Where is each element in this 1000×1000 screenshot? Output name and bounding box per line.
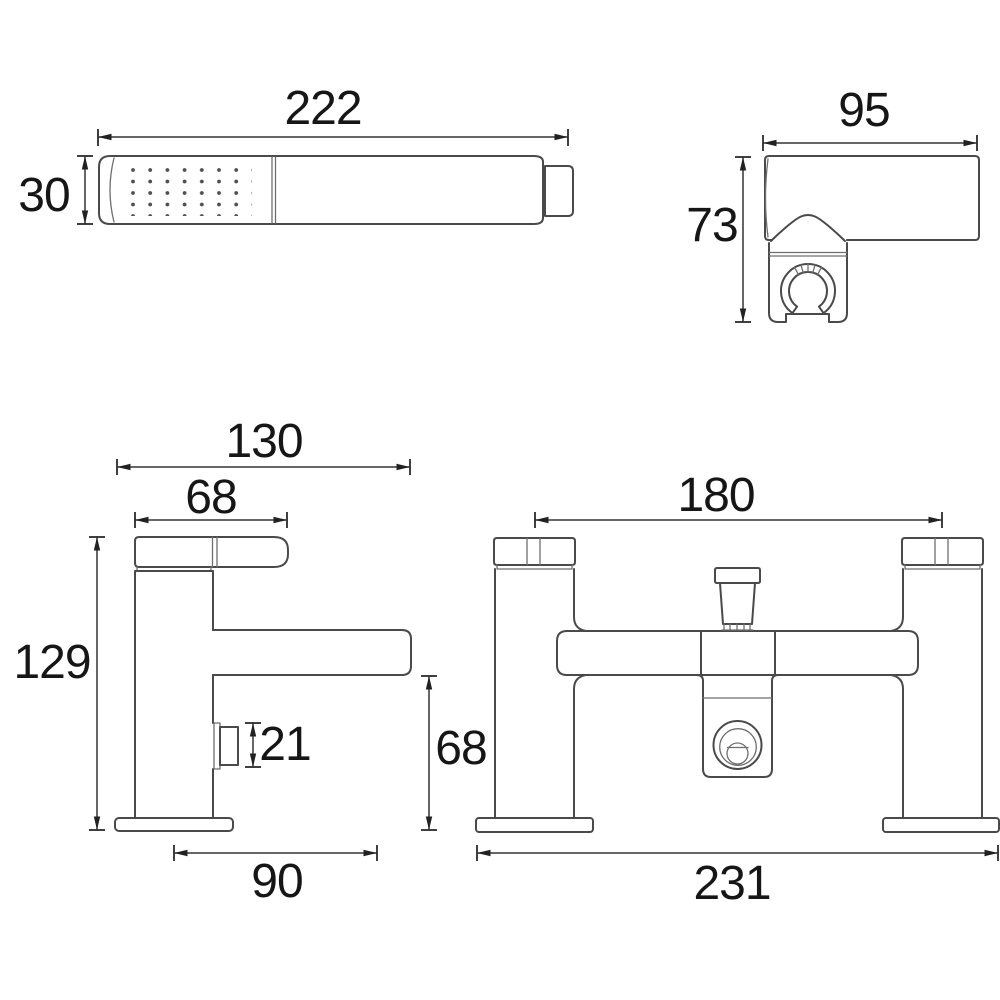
- dim-label-handset-diameter: 30: [18, 169, 69, 222]
- bracket-bar: [764, 155, 980, 241]
- bracket-holder-body: [768, 242, 848, 323]
- dim-handset-diameter: 30: [18, 155, 93, 225]
- front-right-base: [882, 817, 1000, 833]
- bracket-clip-knurl: [793, 263, 823, 276]
- side-base: [114, 817, 234, 832]
- front-beam: [556, 630, 919, 676]
- dim-side-spout-reach: 90: [173, 845, 378, 908]
- front-right-pillar: [890, 568, 983, 819]
- front-left-pillar: [494, 568, 587, 819]
- side-handle-divider: [211, 536, 218, 568]
- front-left-handle: [493, 537, 576, 566]
- front-center-block: [700, 630, 776, 676]
- dim-label-side-spout-reach: 90: [251, 855, 302, 908]
- handset-body: [98, 155, 544, 225]
- side-handle: [134, 536, 289, 568]
- front-right-collar: [904, 564, 981, 570]
- dim-side-handle-depth: 68: [134, 471, 288, 528]
- handset-face-edge: [109, 157, 115, 223]
- side-spout: [212, 629, 412, 676]
- dim-label-front-spout-clearance: 68: [435, 722, 486, 775]
- handset-divider: [271, 156, 277, 224]
- dim-label-bracket-height: 73: [686, 199, 737, 252]
- front-right-handle: [901, 537, 984, 566]
- front-left-collar: [496, 564, 573, 570]
- front-diverter-cap: [714, 567, 761, 584]
- front-outlet-mid: [719, 728, 757, 766]
- side-hose-connector: [219, 726, 239, 766]
- dim-side-height: 129: [13, 536, 105, 831]
- bracket-holder-seam: [768, 251, 848, 257]
- handset-connector: [544, 165, 574, 217]
- dim-label-handset-length: 222: [284, 82, 361, 135]
- mixer-side-view: 130 68 129 21 90: [13, 415, 412, 908]
- dim-label-side-height: 129: [13, 636, 90, 689]
- dim-bracket-width: 95: [762, 84, 978, 151]
- bracket-clip-ring: [780, 262, 836, 315]
- wall-bracket-view: 95 73: [686, 84, 980, 323]
- front-left-base: [475, 817, 594, 833]
- dim-label-side-handle-depth: 68: [185, 471, 236, 524]
- front-right-handle-dividers: [934, 537, 949, 566]
- dim-side-hose-connector: 21: [245, 718, 312, 771]
- dim-label-front-overall-width: 231: [693, 857, 770, 910]
- front-diverter-knurl: [721, 623, 754, 631]
- handset-view: 222 30: [18, 82, 574, 225]
- front-center-body: [696, 674, 779, 778]
- dim-front-spout-clearance: 68: [421, 675, 488, 831]
- side-body: [134, 570, 214, 819]
- dim-front-tap-centres: 180: [534, 469, 943, 528]
- dim-side-projection: 130: [116, 415, 411, 475]
- bracket-bar-left-edge: [764, 158, 769, 238]
- dim-label-bracket-width: 95: [838, 84, 889, 137]
- dim-bracket-height: 73: [686, 156, 751, 323]
- mixer-front-view: 180 68 231: [421, 469, 1000, 910]
- dim-label-side-projection: 130: [225, 415, 302, 468]
- dim-label-side-hose-connector: 21: [259, 718, 310, 771]
- dim-label-front-tap-centres: 180: [677, 469, 754, 522]
- dim-handset-length: 222: [97, 82, 569, 146]
- side-hose-flange: [213, 722, 221, 770]
- front-outlet-outer: [712, 720, 763, 770]
- front-left-handle-dividers: [526, 537, 541, 566]
- front-outlet-inner: [726, 742, 749, 765]
- handset-spray-dots: [127, 165, 252, 216]
- bracket-holder-peak: [770, 214, 846, 242]
- front-diverter-neck: [719, 582, 756, 625]
- dim-front-overall-width: 231: [476, 845, 999, 910]
